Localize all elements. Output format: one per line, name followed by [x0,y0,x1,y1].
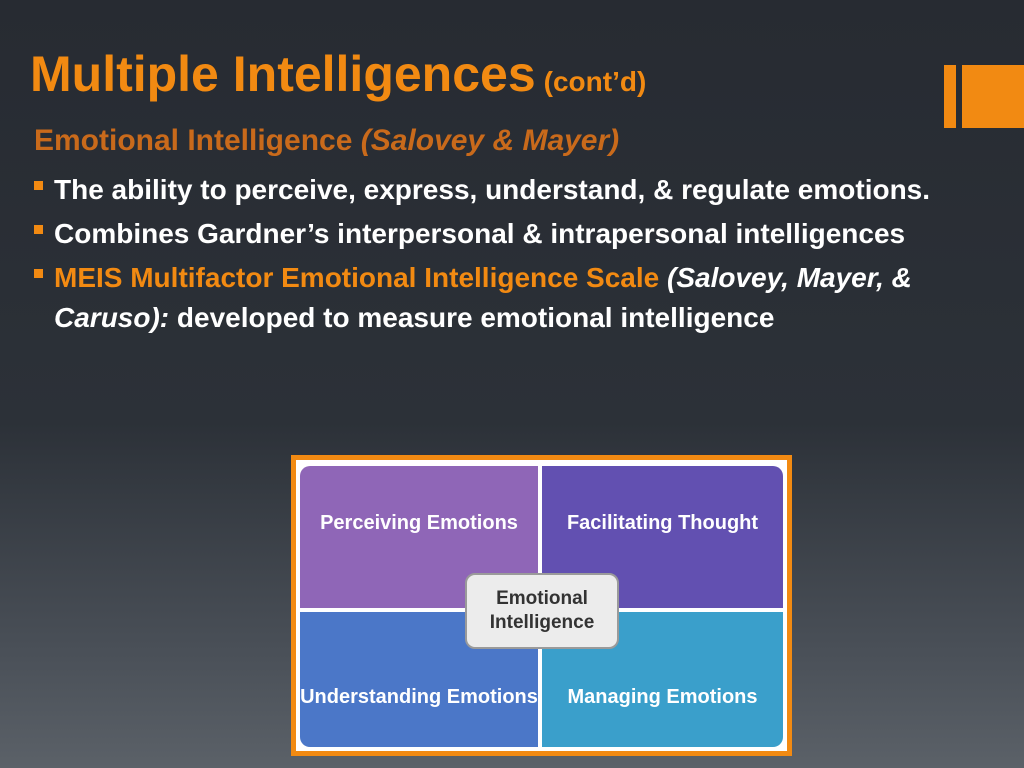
bullet-text-italic: (Salovey, Mayer, & Caruso): [54,262,912,333]
center-emotional-intelligence: Emotional Intelligence [465,573,619,649]
bullet-text-rest: developed to measure emotional intellige… [169,302,775,333]
quadrant-label: Understanding Emotions [300,686,538,708]
bullet-square-icon [34,181,43,190]
subheading: Emotional Intelligence (Salovey & Mayer) [34,122,619,160]
subheading-plain: Emotional Intelligence [34,124,361,157]
accent-block [962,65,1024,128]
center-label: Emotional Intelligence [489,588,595,633]
bullet-square-icon [34,269,43,278]
quadrant-label: Facilitating Thought [566,511,759,534]
emotional-intelligence-diagram: Perceiving Emotions Facilitating Thought… [291,455,792,756]
bullet-item: MEIS Multifactor Emotional Intelligence … [34,258,984,338]
bullet-list: The ability to perceive, express, unders… [34,170,984,342]
quadrant-label: Perceiving Emotions [320,511,518,534]
accent-bar [944,65,956,128]
bullet-text: The ability to perceive, express, unders… [54,174,931,205]
slide-title: Multiple Intelligences(cont’d) [30,42,646,114]
bullet-text-orange: MEIS Multifactor Emotional Intelligence … [54,262,668,293]
quadrant-label: Managing Emotions [567,686,758,708]
bullet-square-icon [34,225,43,234]
bullet-item: The ability to perceive, express, unders… [34,170,984,210]
title-sub: (cont’d) [543,66,647,97]
title-main: Multiple Intelligences [30,46,536,102]
bullet-text: Combines Gardner’s interpersonal & intra… [54,218,906,249]
subheading-italic: (Salovey & Mayer) [360,124,620,157]
bullet-item: Combines Gardner’s interpersonal & intra… [34,214,984,254]
